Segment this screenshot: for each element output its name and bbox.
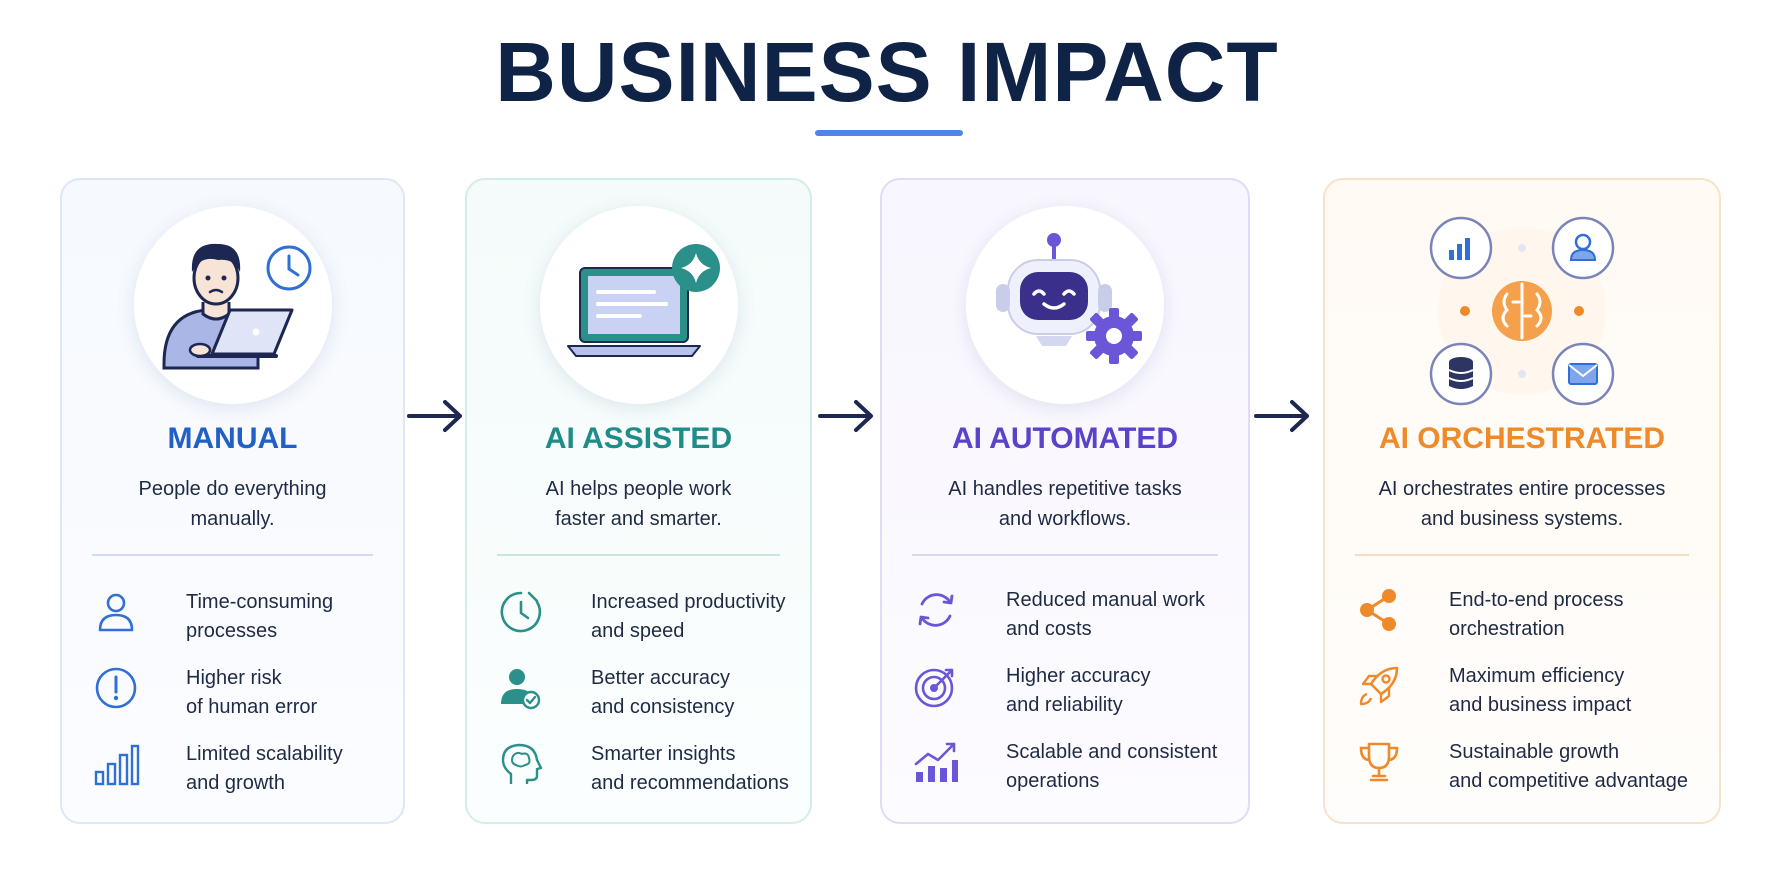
feature-item: Higher accuracy and reliability <box>912 662 1238 722</box>
arrow-right-icon <box>1254 400 1309 432</box>
stage-description-line: AI helps people work <box>545 478 732 500</box>
person-at-laptop-icon <box>162 243 311 370</box>
feature-text: Scalable and consistent operations <box>1006 738 1238 796</box>
stage-description-line: and workflows. <box>998 508 1132 530</box>
brain-head-icon <box>501 743 543 784</box>
feature-line: Limited scalability <box>186 743 343 765</box>
person-icon <box>98 593 134 632</box>
feature-item: Time-consuming processes <box>92 588 393 648</box>
feature-line: Time-consuming <box>186 591 334 613</box>
feature-line: Higher accuracy <box>1006 665 1151 687</box>
feature-line: and competitive advantage <box>1449 770 1689 792</box>
stage-title: AI ORCHESTRATED <box>1378 422 1666 455</box>
feature-item: Smarter insights and recommendations <box>497 740 800 800</box>
stage-description-line: AI orchestrates entire processes <box>1378 478 1666 500</box>
ai-assisted-illustration-circle <box>539 206 738 404</box>
stage-card-ai-automated: AI AUTOMATED AI handles repetitive tasks… <box>880 178 1250 824</box>
stage-card-ai-assisted: AI ASSISTED AI helps people work faster … <box>465 178 812 824</box>
feature-item: Scalable and consistent operations <box>912 738 1238 798</box>
stage-description-line: manually. <box>190 508 275 530</box>
bar-chart-icon <box>94 744 140 786</box>
feature-item: Higher risk of human error <box>92 664 393 724</box>
manual-illustration-circle <box>133 206 332 404</box>
target-icon <box>914 668 954 708</box>
stage-divider <box>912 554 1218 556</box>
arrow-right-icon <box>407 400 462 432</box>
feature-text: End-to-end process orchestration <box>1449 586 1709 644</box>
feature-line: Scalable and consistent <box>1006 741 1218 763</box>
feature-line: and recommendations <box>591 772 789 794</box>
feature-item: End-to-end process orchestration <box>1355 586 1709 646</box>
laptop-sparkle-icon <box>566 244 720 357</box>
feature-item: Increased productivity and speed <box>497 588 800 648</box>
feature-line: and business impact <box>1449 694 1632 716</box>
feature-text: Time-consuming processes <box>186 588 393 646</box>
ai-orchestrated-illustration-circle <box>1415 204 1629 418</box>
feature-line: and consistency <box>591 696 735 718</box>
feature-line: and reliability <box>1006 694 1123 716</box>
ai-automated-illustration-circle <box>966 206 1164 404</box>
stage-title: AI AUTOMATED <box>951 422 1179 455</box>
stage-description-line: and business systems. <box>1420 508 1624 530</box>
feature-text: Higher accuracy and reliability <box>1006 662 1238 720</box>
stage-card-ai-orchestrated: AI ORCHESTRATED AI orchestrates entire p… <box>1323 178 1721 824</box>
feature-line: and growth <box>186 772 285 794</box>
feature-text: Maximum efficiency and business impact <box>1449 662 1709 720</box>
stage-divider <box>92 554 373 556</box>
feature-item: Reduced manual work and costs <box>912 586 1238 646</box>
user-check-icon <box>501 669 541 710</box>
stage-description-line: AI handles repetitive tasks <box>948 478 1182 500</box>
feature-line: Sustainable growth <box>1449 741 1620 763</box>
feature-item: Sustainable growth and competitive advan… <box>1355 738 1709 798</box>
title-underline <box>815 130 963 136</box>
stage-description: AI orchestrates entire processes and bus… <box>1345 474 1699 534</box>
feature-item: Better accuracy and consistency <box>497 664 800 724</box>
feature-line: orchestration <box>1449 618 1565 640</box>
feature-line: End-to-end process <box>1449 589 1624 611</box>
stage-description: People do everything manually. <box>82 474 383 534</box>
alert-icon <box>95 667 137 709</box>
robot-gear-icon <box>996 233 1142 364</box>
clock-icon <box>500 591 542 633</box>
feature-text: Higher risk of human error <box>186 664 393 722</box>
feature-text: Sustainable growth and competitive advan… <box>1449 738 1709 796</box>
feature-item: Limited scalability and growth <box>92 740 393 800</box>
stage-divider <box>497 554 780 556</box>
stage-description-line: faster and smarter. <box>555 508 722 530</box>
feature-line: Maximum efficiency <box>1449 665 1625 687</box>
stage-description: AI helps people work faster and smarter. <box>487 474 790 534</box>
feature-line: of human error <box>186 696 318 718</box>
feature-line: Higher risk <box>186 667 282 689</box>
feature-line: Better accuracy <box>591 667 730 689</box>
stage-title: MANUAL <box>167 422 298 455</box>
network-icon <box>1360 589 1396 631</box>
growth-chart-icon <box>914 742 958 782</box>
feature-text: Reduced manual work and costs <box>1006 586 1238 644</box>
feature-text: Limited scalability and growth <box>186 740 393 798</box>
trophy-icon <box>1359 742 1399 782</box>
feature-text: Better accuracy and consistency <box>591 664 800 722</box>
feature-line: and speed <box>591 620 685 642</box>
stage-title: AI ASSISTED <box>544 422 733 455</box>
feature-text: Increased productivity and speed <box>591 588 800 646</box>
stage-description-line: People do everything <box>138 478 327 500</box>
arrow-right-icon <box>818 400 873 432</box>
stage-card-manual: MANUAL People do everything manually. Ti… <box>60 178 405 824</box>
feature-line: processes <box>186 620 278 642</box>
refresh-icon <box>918 593 954 627</box>
feature-line: Increased productivity <box>591 591 786 613</box>
orchestration-hub-icon <box>1429 216 1615 406</box>
feature-text: Smarter insights and recommendations <box>591 740 800 798</box>
feature-line: Reduced manual work <box>1006 589 1205 611</box>
rocket-icon <box>1359 666 1399 706</box>
feature-line: and costs <box>1006 618 1092 640</box>
page-title: BUSINESS IMPACT <box>495 25 1279 119</box>
feature-line: Smarter insights <box>591 743 736 765</box>
feature-line: operations <box>1006 770 1100 792</box>
feature-item: Maximum efficiency and business impact <box>1355 662 1709 722</box>
stage-divider <box>1355 554 1689 556</box>
stage-description: AI handles repetitive tasks and workflow… <box>902 474 1228 534</box>
